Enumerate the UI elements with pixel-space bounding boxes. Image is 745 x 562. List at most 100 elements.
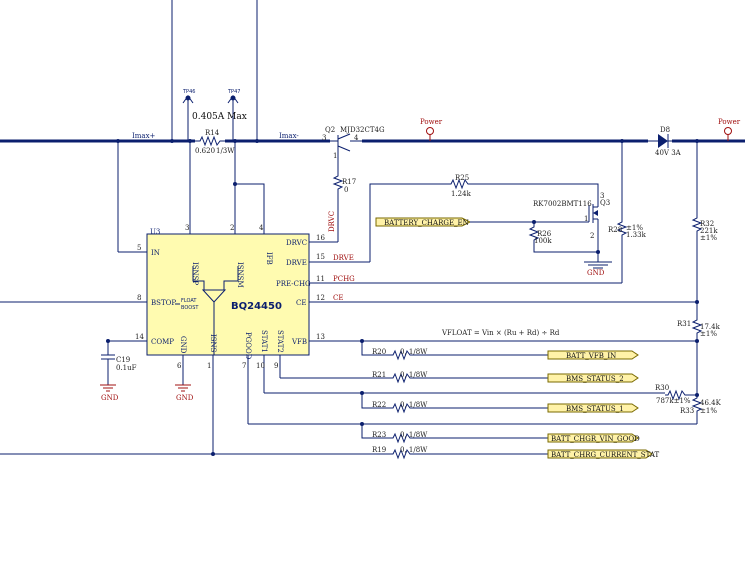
- svg-text:R31: R31: [677, 320, 691, 328]
- testpoint-tp47: TP47: [227, 89, 240, 141]
- svg-text:±1%: ±1%: [626, 224, 643, 232]
- resistor-r28: R28 ±1% 1.33k: [608, 141, 647, 283]
- svg-text:221k: 221k: [700, 227, 718, 235]
- svg-text:BMS_STATUS_1: BMS_STATUS_1: [566, 405, 624, 413]
- svg-text:14: 14: [135, 333, 144, 341]
- svg-text:0, 1/8W: 0, 1/8W: [400, 401, 428, 409]
- diode-d8: D8 40V 3A: [648, 126, 682, 157]
- svg-text:R32: R32: [700, 220, 714, 228]
- svg-text:ISNS: ISNS: [209, 334, 217, 353]
- svg-text:1.24k: 1.24k: [451, 190, 472, 198]
- resistor-r32: R32 221k ±1%: [691, 141, 718, 302]
- svg-text:STAT2: STAT2: [276, 330, 284, 353]
- svg-text:STAT1: STAT1: [260, 330, 268, 353]
- svg-text:D8: D8: [660, 126, 670, 134]
- svg-text:9: 9: [274, 362, 278, 370]
- mosfet-q3: RK7002BMT116 Q3 1 2 3: [533, 192, 610, 262]
- svg-text:DRVE: DRVE: [286, 259, 307, 267]
- svg-text:0, 1/8W: 0, 1/8W: [400, 446, 428, 454]
- svg-text:R19: R19: [372, 446, 386, 454]
- resistor-r22: R22 0, 1/8W: [361, 393, 548, 414]
- svg-text:R25: R25: [455, 174, 469, 182]
- port-bms-status-2: BMS_STATUS_2: [547, 373, 639, 383]
- svg-text:0, 1/8W: 0, 1/8W: [400, 348, 428, 356]
- svg-text:16: 16: [316, 234, 325, 242]
- net-imax-minus: Imax-: [279, 132, 299, 140]
- svg-text:Q3: Q3: [600, 199, 610, 207]
- svg-text:0: 0: [344, 186, 348, 194]
- svg-text:6: 6: [177, 362, 182, 370]
- svg-text:±1%: ±1%: [700, 330, 717, 338]
- main-power-bus: [0, 0, 745, 143]
- port-batt-chgr-vin-good: BATT_CHGR_VIN_GOOD: [547, 433, 640, 443]
- svg-text:R22: R22: [372, 401, 386, 409]
- svg-text:MJD32CT4G: MJD32CT4G: [340, 126, 385, 134]
- svg-text:0, 1/8W: 0, 1/8W: [400, 371, 428, 379]
- svg-text:GND: GND: [176, 394, 194, 402]
- svg-text:15: 15: [316, 253, 325, 261]
- svg-text:2: 2: [590, 232, 594, 240]
- svg-text:10: 10: [256, 362, 265, 370]
- svg-text:1: 1: [333, 152, 337, 160]
- svg-text:PGOOD: PGOOD: [244, 332, 252, 360]
- svg-text:CE: CE: [296, 299, 306, 307]
- port-battery-charge-en: BATTERY_CHARGE_EN: [375, 217, 534, 227]
- svg-text:R28: R28: [608, 226, 622, 234]
- svg-text:FLOAT: FLOAT: [181, 298, 197, 304]
- svg-text:BATT_CHRG_CURRENT_STAT: BATT_CHRG_CURRENT_STAT: [551, 451, 660, 459]
- resistor-r30: R30 787k±1%: [264, 384, 697, 405]
- resistor-r19: R19 0, 1/8W: [0, 446, 548, 460]
- svg-text:C19: C19: [116, 356, 130, 364]
- net-ce-label: CE: [333, 294, 343, 302]
- svg-text:13: 13: [316, 333, 325, 341]
- port-batt-chrg-current-stat: BATT_CHRG_CURRENT_STAT: [547, 449, 660, 459]
- svg-text:ISNSM: ISNSM: [236, 262, 244, 288]
- svg-text:GND: GND: [179, 336, 187, 354]
- capacitor-c19: C19 0.1uF: [101, 341, 137, 385]
- max-current-label: 0.405A Max: [192, 112, 247, 122]
- resistor-r21: R21 0, 1/8W: [280, 371, 548, 384]
- svg-text:GND: GND: [587, 269, 605, 277]
- junction-dots: [106, 139, 699, 456]
- svg-text:1: 1: [584, 215, 588, 223]
- svg-text:1.33k: 1.33k: [626, 231, 647, 239]
- svg-text:100k: 100k: [534, 237, 552, 245]
- svg-text:0.1uF: 0.1uF: [116, 364, 137, 372]
- port-bms-status-1: BMS_STATUS_1: [547, 403, 639, 413]
- svg-text:3: 3: [600, 192, 604, 200]
- svg-text:4: 4: [354, 134, 359, 142]
- svg-text:0, 1/8W: 0, 1/8W: [400, 431, 428, 439]
- svg-text:Power: Power: [718, 118, 741, 126]
- resistor-r33: 46.4K R33 ±1%: [248, 395, 722, 425]
- svg-text:11: 11: [316, 275, 325, 283]
- ground-symbol-q3: GND: [584, 261, 612, 277]
- net-drvc-label: DRVC: [328, 211, 336, 232]
- svg-text:1: 1: [207, 362, 211, 370]
- svg-text:BMS_STATUS_2: BMS_STATUS_2: [566, 375, 624, 383]
- svg-text:R26: R26: [537, 230, 552, 238]
- power-symbol-2: Power: [718, 118, 741, 141]
- svg-text:17.4k: 17.4k: [700, 323, 721, 331]
- svg-text:R23: R23: [372, 431, 386, 439]
- svg-text:BOOST: BOOST: [181, 305, 199, 311]
- svg-text:12: 12: [316, 294, 325, 302]
- resistor-r14: R14 0.620 1/3W: [195, 129, 235, 155]
- svg-text:±1%: ±1%: [700, 407, 717, 415]
- svg-text:TP47: TP47: [227, 89, 240, 95]
- svg-text:R17: R17: [342, 178, 356, 186]
- svg-text:ISNSP: ISNSP: [191, 262, 199, 285]
- transistor-q2: Q2 MJD32CT4G 3 4 1: [322, 126, 385, 170]
- resistor-r23: R23 0, 1/8W: [361, 424, 548, 444]
- ic-bq24450: U3 BQ24450 5 IN 8 BSTOP 14 COMP FLOAT BO…: [0, 141, 697, 454]
- svg-text:R30: R30: [655, 384, 669, 392]
- vfloat-formula: VFLOAT = Vin × (Ru + Rd) ÷ Rd: [441, 329, 560, 337]
- svg-text:3: 3: [185, 224, 189, 232]
- svg-text:Power: Power: [420, 118, 443, 126]
- svg-text:BATTERY_CHARGE_EN: BATTERY_CHARGE_EN: [384, 219, 469, 227]
- svg-text:8: 8: [137, 294, 141, 302]
- svg-text:0.620: 0.620: [195, 147, 215, 155]
- resistor-r25: R25 1.24k: [448, 174, 599, 200]
- ground-symbol-c19: GND: [100, 384, 119, 402]
- svg-text:R20: R20: [372, 348, 386, 356]
- svg-text:PRE-CHG: PRE-CHG: [276, 280, 311, 288]
